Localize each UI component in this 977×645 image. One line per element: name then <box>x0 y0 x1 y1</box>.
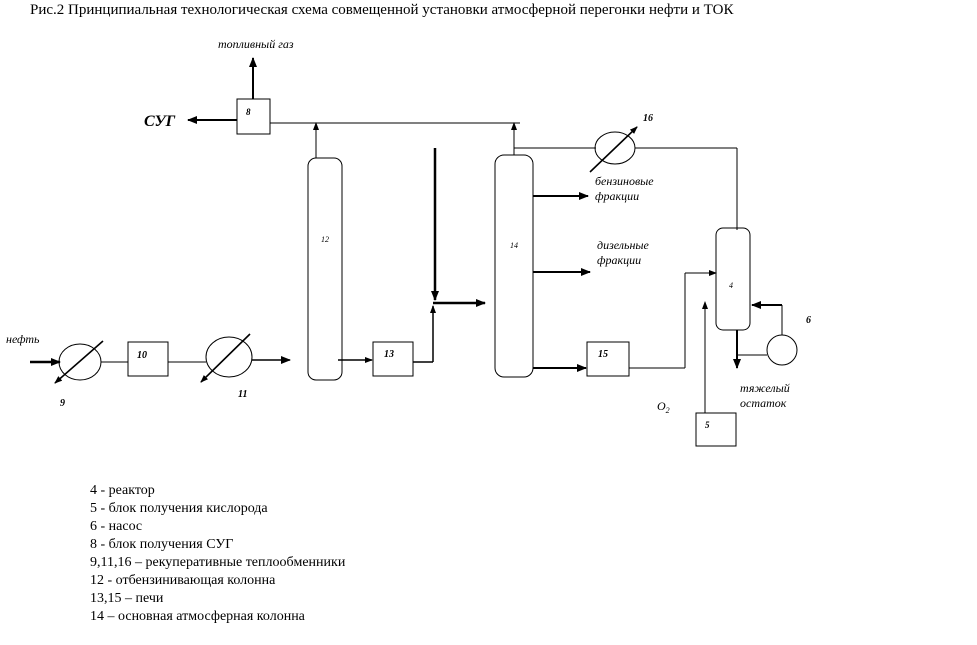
gasoline-label-2: фракции <box>595 189 639 203</box>
oxygen-block-5 <box>695 412 737 447</box>
unit-5-label: 5 <box>705 420 710 430</box>
legend-item: 6 - насос <box>90 519 143 534</box>
legend-item: 12 - отбензинивающая колонна <box>90 573 276 588</box>
diesel-label-1: дизельные <box>597 238 650 252</box>
legend-item: 5 - блок получения кислорода <box>90 501 268 516</box>
oxygen-label: O2 <box>657 399 670 415</box>
heavy-label-2: остаток <box>740 396 787 410</box>
heat-exchanger-9-arrow <box>54 340 104 384</box>
unit-11-label: 11 <box>238 389 247 400</box>
unit-4-label: 4 <box>729 281 733 290</box>
unit-14-label: 14 <box>510 241 518 250</box>
legend-item: 13,15 – печи <box>90 591 164 606</box>
heavy-label-1: тяжелый <box>740 381 790 395</box>
figure-caption: Рис.2 Принципиальная технологическая схе… <box>30 2 734 18</box>
furnace-15 <box>586 341 630 377</box>
diesel-label-2: фракции <box>597 253 641 267</box>
unit-10-label: 10 <box>137 350 147 361</box>
heat-exchanger-11-arrow <box>200 333 251 383</box>
heat-exchanger-16-arrow <box>589 126 638 173</box>
lpg-label: СУГ <box>144 113 176 130</box>
column-14 <box>494 154 534 378</box>
legend-item: 14 – основная атмосферная колонна <box>90 609 305 624</box>
block-10 <box>127 341 169 377</box>
unit-6-label: 6 <box>806 315 811 326</box>
unit-8-label: 8 <box>246 107 251 117</box>
column-12 <box>307 157 343 381</box>
unit-9-label: 9 <box>60 398 65 409</box>
lpg-block-8 <box>236 98 271 135</box>
unit-12-label: 12 <box>321 235 329 244</box>
unit-15-label: 15 <box>598 349 608 360</box>
heat-exchanger-11 <box>205 336 253 378</box>
oil-label: нефть <box>6 332 40 346</box>
gasoline-label-1: бензиновые <box>595 174 654 188</box>
fuel-gas-label: топливный газ <box>218 37 294 51</box>
unit-16-label: 16 <box>643 113 653 124</box>
legend: 4 - реактор 5 - блок получения кислорода… <box>90 482 345 626</box>
unit-13-label: 13 <box>384 349 394 360</box>
reactor-4 <box>715 227 751 331</box>
legend-item: 8 - блок получения СУГ <box>90 537 234 552</box>
legend-item: 9,11,16 – рекуперативные теплообменники <box>90 555 346 570</box>
legend-item: 4 - реактор <box>90 483 155 498</box>
furnace-13 <box>372 341 414 377</box>
pump-6 <box>766 334 798 366</box>
